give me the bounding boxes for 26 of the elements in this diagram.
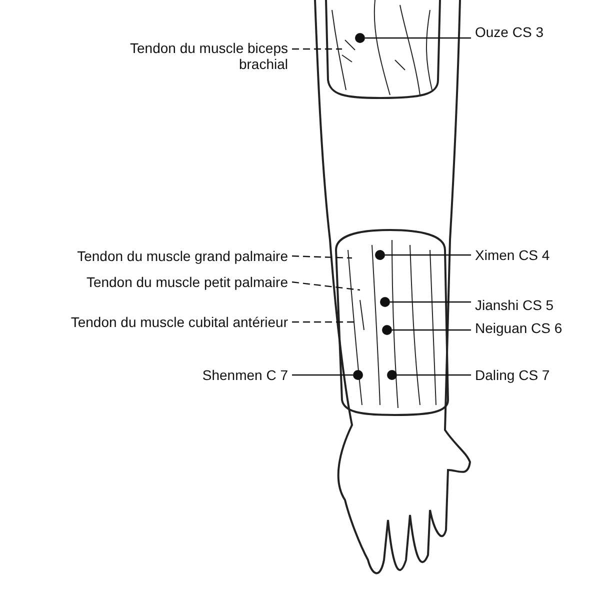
leader-line bbox=[365, 37, 471, 39]
leader-line bbox=[385, 254, 471, 256]
leader-line bbox=[390, 301, 471, 303]
tendon-label: Tendon du muscle cubital antérieur bbox=[20, 314, 288, 330]
leader-line bbox=[397, 374, 471, 376]
acupoint-dot bbox=[355, 33, 365, 43]
leader-line bbox=[292, 281, 360, 291]
leader-line bbox=[292, 321, 355, 323]
leader-line bbox=[292, 255, 352, 259]
leader-line bbox=[292, 374, 353, 376]
acupoint-dot bbox=[387, 370, 397, 380]
tendon-label: Tendon du muscle grand palmaire bbox=[20, 248, 288, 264]
point-label: Jianshi CS 5 bbox=[475, 297, 554, 313]
point-label: Neiguan CS 6 bbox=[475, 320, 562, 336]
point-label: Daling CS 7 bbox=[475, 367, 550, 383]
leader-line bbox=[392, 329, 471, 331]
tendon-label: Tendon du muscle biceps brachial bbox=[98, 40, 288, 72]
acupoint-dot bbox=[353, 370, 363, 380]
point-label: Ximen CS 4 bbox=[475, 247, 550, 263]
leader-line bbox=[292, 48, 342, 50]
acupoint-dot bbox=[380, 297, 390, 307]
point-label: Shenmen C 7 bbox=[100, 367, 288, 383]
acupoint-dot bbox=[375, 250, 385, 260]
tendon-label: Tendon du muscle petit palmaire bbox=[20, 274, 288, 290]
point-label: Ouze CS 3 bbox=[475, 24, 544, 40]
acupoint-dot bbox=[382, 325, 392, 335]
